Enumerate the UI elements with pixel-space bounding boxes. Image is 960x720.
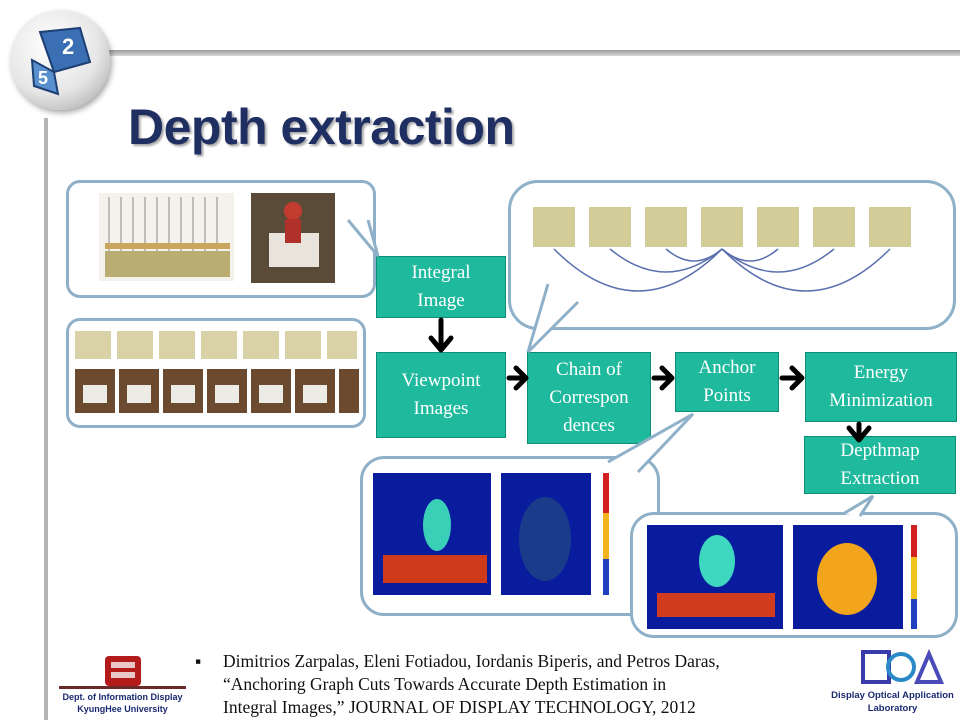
chain-of-correspondences-box: Chain of Correspon dences xyxy=(527,352,651,444)
integral-image-label-2: Image xyxy=(417,290,465,311)
anchor-label-1: Anchor xyxy=(698,357,756,378)
depthmap-images xyxy=(647,525,917,629)
lab-name: Display Optical Application xyxy=(831,690,954,701)
chain-label-3: dences xyxy=(563,415,615,436)
energy-label-1: Energy xyxy=(853,362,909,383)
svg-text:5: 5 xyxy=(38,68,48,88)
university-name: KyungHee University xyxy=(77,704,168,714)
dept-seal-icon xyxy=(59,656,186,689)
slide-title: Depth extraction xyxy=(128,99,515,155)
depthmap-bubble xyxy=(630,512,958,638)
chain-label-2: Correspon xyxy=(549,387,629,408)
lab-logo: Display Optical Application Laboratory xyxy=(825,648,960,720)
viewpoint-thumbnails xyxy=(75,331,359,413)
integral-image-bubble xyxy=(66,180,376,298)
anchor-label-2: Points xyxy=(703,385,751,406)
anchor-depth-bubble xyxy=(360,456,660,616)
dept-name: Dept. of Information Display xyxy=(62,692,183,702)
svg-text:2: 2 xyxy=(62,34,74,59)
depthmap-label-2: Extraction xyxy=(840,468,920,489)
energy-label-2: Minimization xyxy=(829,390,933,411)
doa-lab-icon xyxy=(861,648,945,684)
depthmap-label-1: Depthmap xyxy=(840,440,920,461)
reference-citation: ▪ Dimitrios Zarpalas, Eleni Fotiadou, Io… xyxy=(195,650,855,719)
viewpoint-images-label-2: Images xyxy=(413,398,469,419)
anchor-graph-diagram xyxy=(533,207,911,292)
viewpoint-images-bubble xyxy=(66,318,366,428)
integral-image-thumbnails xyxy=(99,193,335,283)
dept-logo: Dept. of Information Display KyungHee Un… xyxy=(55,652,190,720)
header-rule xyxy=(108,50,960,56)
chain-label-1: Chain of xyxy=(556,359,622,380)
side-rule xyxy=(44,118,48,720)
integral-image-label-1: Integral xyxy=(411,262,471,283)
cube-logo-icon: 2 5 xyxy=(10,10,110,110)
citation-text: Dimitrios Zarpalas, Eleni Fotiadou, Iord… xyxy=(223,651,720,717)
bullet-icon: ▪ xyxy=(195,651,202,671)
lab-subtitle: Laboratory xyxy=(867,703,918,714)
anchor-depth-images xyxy=(373,473,609,595)
chain-graph-bubble xyxy=(508,180,956,330)
viewpoint-images-label-1: Viewpoint xyxy=(401,370,481,391)
